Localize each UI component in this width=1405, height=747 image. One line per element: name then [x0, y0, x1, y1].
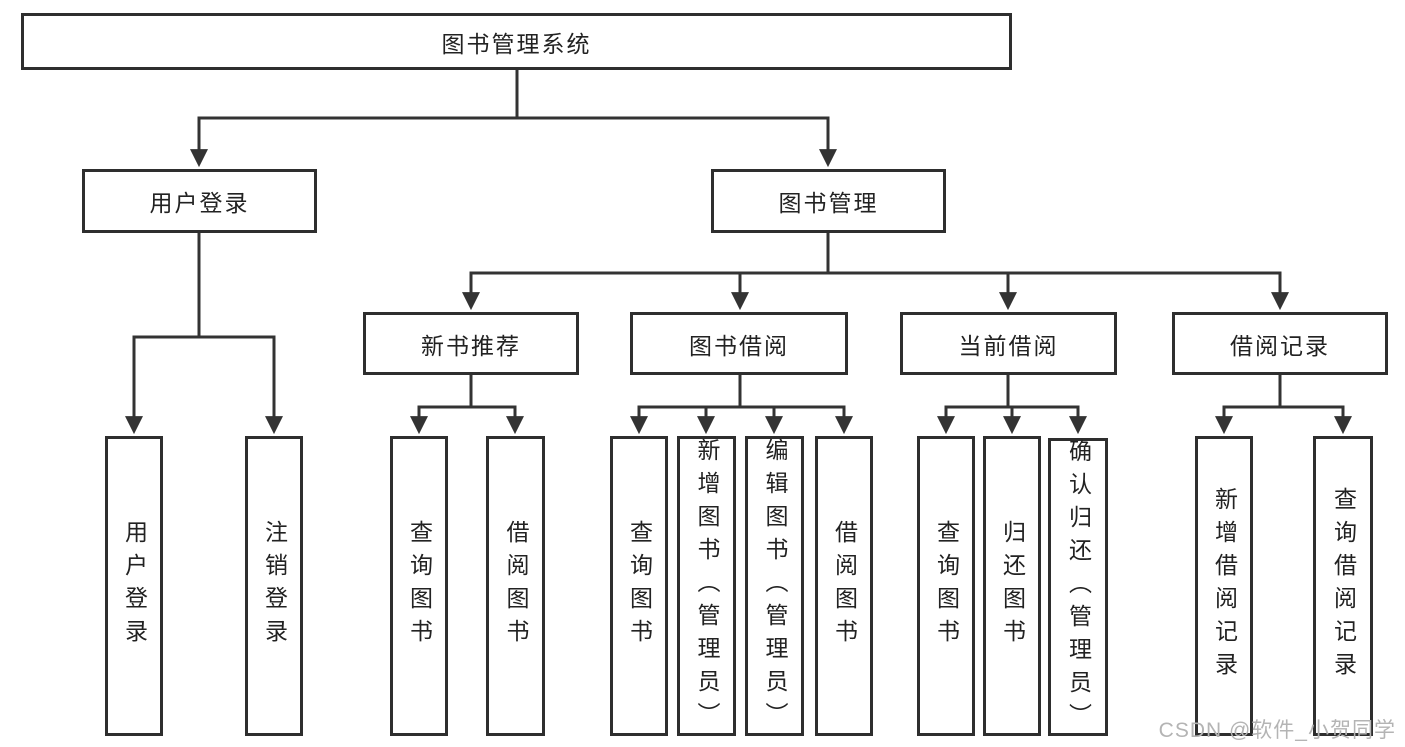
leaf-currentborrow-confirm-return-admin: 确认归还（管理员） [1048, 438, 1108, 736]
leaf-user-login: 用户登录 [105, 436, 163, 736]
leaf-label: 查询借阅记录 [1330, 487, 1357, 685]
leaf-bookborrow-query-books: 查询图书 [610, 436, 668, 736]
branch-book-borrow [637, 375, 846, 409]
leaf-label: 新增图书（管理员） [694, 437, 720, 735]
branch-borrow-records [1222, 375, 1345, 409]
leaf-currentborrow-return-books: 归还图书 [983, 436, 1041, 736]
leaf-borrowrecords-add-record: 新增借阅记录 [1195, 436, 1253, 736]
leaf-label: 查询图书 [406, 520, 433, 652]
leaf-bookborrow-edit-books-admin: 编辑图书（管理员） [745, 436, 804, 736]
node-user-login: 用户登录 [82, 169, 317, 233]
branch-book-mgmt [469, 233, 1282, 275]
leaf-label: 借阅图书 [831, 520, 858, 652]
branch-root [197, 70, 830, 120]
node-book-mgmt: 图书管理 [711, 169, 946, 233]
leaf-label: 确认归还（管理员） [1065, 438, 1092, 736]
leaf-label: 借阅图书 [503, 520, 529, 652]
leaf-newbookrec-borrow-books: 借阅图书 [486, 436, 545, 736]
csdn-watermark: CSDN @软件_小贺同学 [1158, 719, 1396, 742]
branch-current-borrow [944, 375, 1080, 409]
leaf-label: 注销登录 [261, 520, 288, 652]
leaf-bookborrow-borrow-books: 借阅图书 [815, 436, 873, 736]
leaf-label: 编辑图书（管理员） [762, 437, 788, 735]
leaf-label: 归还图书 [999, 520, 1026, 652]
node-root: 图书管理系统 [21, 13, 1012, 70]
leaf-label: 查询图书 [626, 520, 653, 652]
leaf-label: 新增借阅记录 [1211, 487, 1238, 685]
leaf-bookborrow-add-books-admin: 新增图书（管理员） [677, 436, 736, 736]
branch-user-login [132, 233, 276, 339]
node-current-borrow: 当前借阅 [900, 312, 1117, 375]
node-book-borrow: 图书借阅 [630, 312, 848, 375]
leaf-borrowrecords-query-record: 查询借阅记录 [1313, 436, 1373, 736]
leaf-newbookrec-query-books: 查询图书 [390, 436, 448, 736]
leaf-label: 查询图书 [933, 520, 960, 652]
node-new-book-rec: 新书推荐 [363, 312, 579, 375]
leaf-logout: 注销登录 [245, 436, 303, 736]
leaf-currentborrow-query-books: 查询图书 [917, 436, 975, 736]
branch-new-book-rec [417, 375, 517, 409]
node-borrow-records: 借阅记录 [1172, 312, 1388, 375]
leaf-label: 用户登录 [121, 520, 148, 652]
